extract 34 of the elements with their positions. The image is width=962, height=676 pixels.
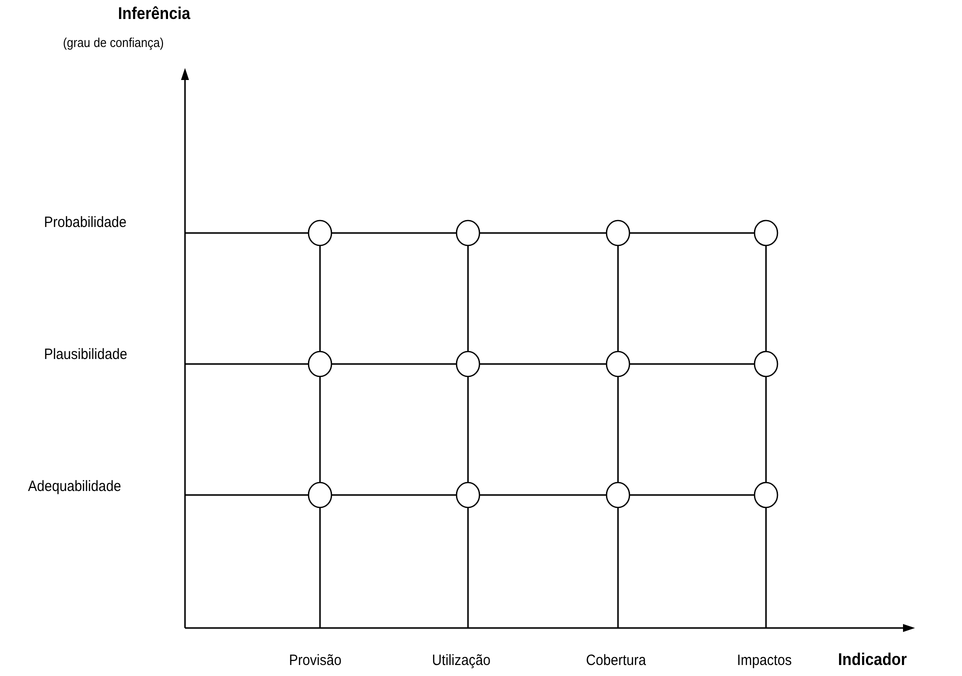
column-label: Provisão (289, 652, 342, 669)
row-label: Adequabilidade (28, 478, 122, 495)
column-label: Utilização (432, 652, 491, 669)
connector-line (332, 363, 456, 365)
column-label: Impactos (737, 652, 792, 669)
connector-line (319, 508, 321, 628)
connector-line (332, 232, 456, 234)
connector-line (185, 232, 308, 234)
connector-line (630, 232, 754, 234)
connector-line (765, 508, 767, 628)
column-label: Cobertura (586, 652, 646, 669)
connector-line (617, 246, 619, 351)
connector-line (617, 377, 619, 482)
connector-line (467, 377, 469, 482)
connector-line (319, 246, 321, 351)
axis-subtitle: (grau de confiança) (63, 35, 164, 50)
row-label: Plausibilidade (44, 346, 128, 363)
connector-line (467, 246, 469, 351)
connector-line (319, 377, 321, 482)
axis-title: Indicador (838, 650, 907, 670)
connector-line (480, 494, 606, 496)
connector-line (467, 508, 469, 628)
connector-line (332, 494, 456, 496)
connector-line (765, 377, 767, 482)
axis-title: Inferência (118, 4, 190, 24)
connector-line (480, 232, 606, 234)
connector-line (617, 508, 619, 628)
connector-line (480, 363, 606, 365)
connector-line (185, 494, 308, 496)
connector-line (765, 246, 767, 351)
connector-line (630, 363, 754, 365)
connector-line (630, 494, 754, 496)
row-label: Probabilidade (44, 214, 127, 231)
connector-line (185, 363, 308, 365)
